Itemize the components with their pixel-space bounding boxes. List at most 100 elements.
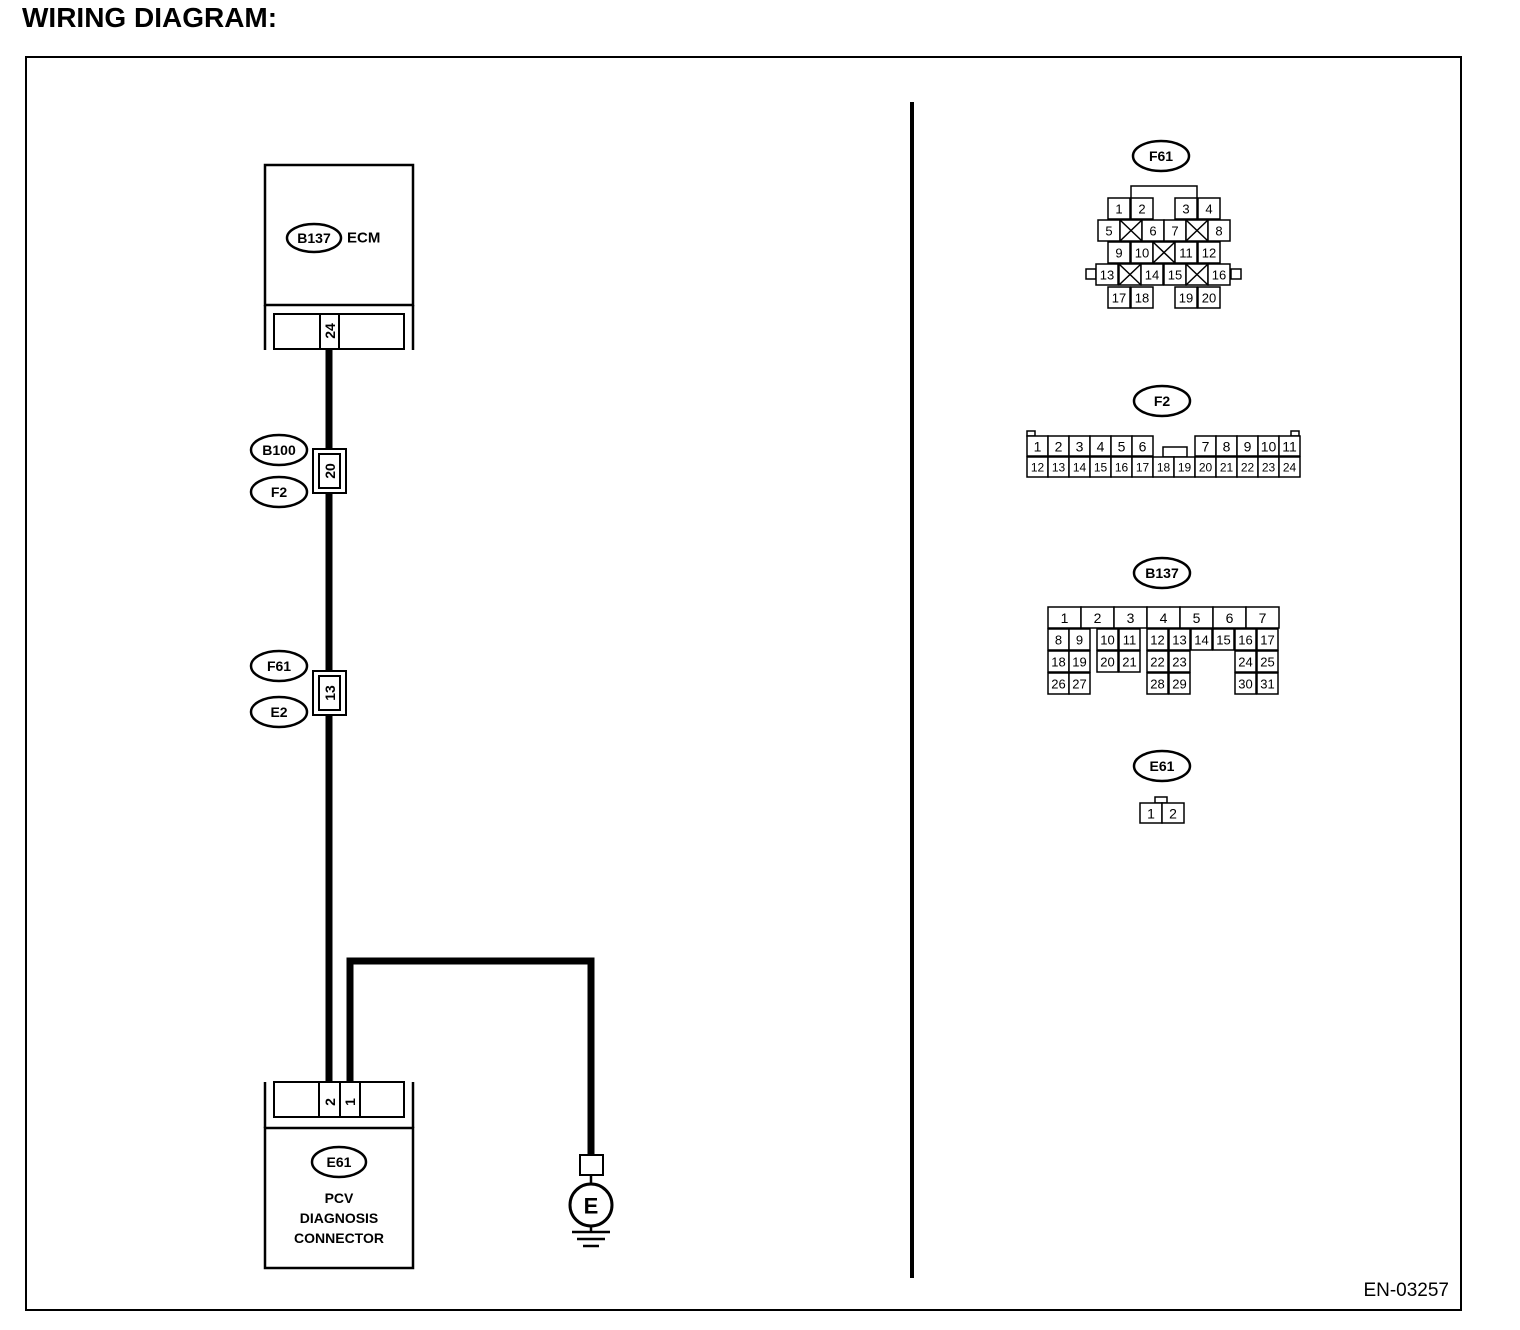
f2-pin-number: 8 [1223, 439, 1231, 455]
f2-pin-number: 6 [1139, 439, 1147, 455]
f61-pin-number: 6 [1149, 224, 1156, 239]
b137-cell [1068, 650, 1091, 673]
f2-pin-number: 11 [1282, 439, 1297, 455]
f61-pin-number: 20 [1202, 291, 1216, 306]
b137-pin-number: 29 [1172, 677, 1186, 692]
f61-pin-number: 16 [1212, 268, 1226, 283]
f61-blank-cross [1119, 219, 1143, 242]
f61-cell [1197, 286, 1221, 309]
b137-pin-number: 7 [1259, 610, 1267, 626]
page-title: WIRING DIAGRAM: [22, 2, 278, 33]
f61-cell [1207, 219, 1231, 242]
f61-pin-number: 2 [1138, 202, 1145, 217]
f2-pin-number: 15 [1094, 461, 1108, 475]
f2-cell [1131, 435, 1154, 457]
f2-pin-number: 23 [1262, 461, 1276, 475]
f2-view-badge [1132, 384, 1192, 418]
f61-cell [1174, 197, 1198, 220]
b137-pin-number: 1 [1061, 610, 1069, 626]
b137-pin-number: 31 [1260, 677, 1274, 692]
b137-pin-number: 20 [1100, 655, 1114, 670]
f61-pin-number: 17 [1112, 291, 1126, 306]
f61-blank-cross [1152, 241, 1176, 264]
f2-pin-number: 12 [1031, 461, 1045, 475]
b137-pin-number: 28 [1150, 677, 1164, 692]
b137-cell [1234, 650, 1257, 673]
f61-blank-cross [1118, 263, 1142, 286]
f61-pin-number: 7 [1171, 224, 1178, 239]
pcv-pin-1: 1 [342, 1098, 358, 1106]
f61-pin-number: 1 [1115, 202, 1122, 217]
b137-pin-number: 8 [1055, 633, 1062, 648]
b137-view-badge [1132, 556, 1192, 590]
b137-pin-number: 5 [1193, 610, 1201, 626]
f2-pin-number: 20 [1199, 461, 1213, 475]
b137-cell [1256, 628, 1279, 651]
ground-label: E [584, 1194, 599, 1219]
e2-label: E2 [270, 704, 287, 720]
f2-pin-number: 18 [1157, 461, 1171, 475]
b137-pin-number: 3 [1127, 610, 1135, 626]
b137-pin-number: 14 [1194, 633, 1208, 648]
f2-pin-number: 10 [1261, 439, 1277, 455]
f61-pin-number: 3 [1182, 202, 1189, 217]
b137-pin-number: 16 [1238, 633, 1252, 648]
f61-blank-cross [1185, 219, 1209, 242]
f61-blank-cross [1185, 263, 1209, 286]
f2-view-label: F2 [1154, 393, 1171, 409]
ecm-name: ECM [347, 230, 380, 247]
f2-cell [1278, 456, 1301, 478]
b137-pin-number: 9 [1076, 633, 1083, 648]
b137-pin-number: 19 [1072, 655, 1086, 670]
f61-pin-number: 10 [1135, 246, 1149, 261]
figure-id: EN-03257 [1363, 1280, 1449, 1301]
b137-pin-number: 11 [1123, 633, 1137, 648]
ground-wire [346, 957, 595, 1155]
f2-pin-number: 17 [1136, 461, 1150, 475]
b137-cell [1212, 628, 1235, 651]
f61-cell [1095, 263, 1119, 286]
b137-cell [1168, 628, 1191, 651]
f61-pin-number: 5 [1105, 224, 1112, 239]
b137-cell [1146, 672, 1169, 695]
junction-f61-e2: 13 F61 E2 [249, 649, 347, 729]
e61-pin-number: 2 [1169, 806, 1177, 822]
b137-cell [1190, 628, 1213, 651]
f61-cell [1140, 263, 1164, 286]
b137-cell [1245, 606, 1280, 629]
ecm-connector-label: B137 [297, 230, 331, 246]
b137-view-label: B137 [1145, 565, 1179, 581]
pcv-name-line-1: PCV [325, 1190, 354, 1206]
f61-pin-number: 19 [1179, 291, 1193, 306]
f61-pin-number: 12 [1202, 246, 1216, 261]
f2-cell [1278, 435, 1301, 457]
f2-pin-number: 2 [1055, 439, 1063, 455]
b137-cell [1118, 628, 1141, 651]
f61-pin-number: 11 [1179, 246, 1193, 261]
b137-pin-number: 22 [1150, 655, 1164, 670]
b137-cell [1146, 650, 1169, 673]
junction-1-pin: 20 [322, 463, 338, 479]
ground-symbol: E [568, 1154, 614, 1248]
e61-view-label: E61 [1150, 758, 1175, 774]
f61-pin-number: 4 [1205, 202, 1212, 217]
b137-pin-number: 10 [1100, 633, 1114, 648]
b137-pin-number: 15 [1216, 633, 1230, 648]
f61-cell [1197, 241, 1221, 264]
b137-pin-number: 6 [1226, 610, 1234, 626]
ecm-connector-badge [285, 222, 343, 254]
e61-cell [1161, 802, 1185, 824]
f2-pin-number: 1 [1034, 439, 1042, 455]
b137-pin-number: 26 [1051, 677, 1065, 692]
b137-pin-number: 4 [1160, 610, 1168, 626]
b137-cell [1146, 628, 1169, 651]
e61-badge [310, 1145, 368, 1179]
b137-cell [1068, 672, 1091, 695]
b137-pin-number: 30 [1238, 677, 1252, 692]
f2-pin-number: 13 [1052, 461, 1066, 475]
ecm-component: 24 B137 ECM [263, 163, 415, 350]
